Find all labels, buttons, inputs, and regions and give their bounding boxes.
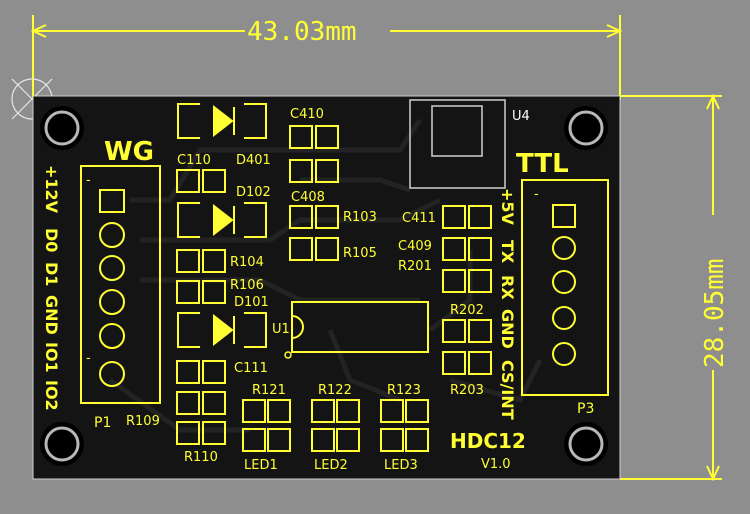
ttl-pin-labels: +5V TX RX GND CS/INT [498,188,517,420]
passive-pad-group-left [176,169,226,445]
diode-d101 [177,312,267,348]
c408-label: C408 [291,190,325,205]
u4-pad [431,105,483,157]
r122-label: R122 [318,383,352,398]
ttl-header-outline [521,179,609,396]
c411-label: C411 [402,211,436,226]
u4-label: U4 [512,109,530,124]
u1-label: U1 [272,322,290,337]
wg-pin-label: D1 [42,262,61,286]
mounting-hole-tl [40,106,84,150]
r106-label: R106 [230,278,264,293]
diode-d401 [177,103,267,139]
c110-label: C110 [177,153,211,168]
r103-label: R103 [343,210,377,225]
d102-label: D102 [236,185,271,200]
p1-label: P1 [94,415,111,431]
wg-pin-labels: +12V D0 D1 GND IO1 IO2 [42,165,61,411]
wg-pin-label: +12V [42,165,61,214]
r104-label: R104 [230,255,264,270]
mounting-hole-br [564,422,608,466]
c111-label: C111 [234,361,268,376]
ttl-pin-label: TX [498,240,517,264]
ttl-pin-label: +5V [498,188,517,226]
p3-label: P3 [577,401,594,417]
d401-label: D401 [236,153,271,168]
board-name: HDC12 [450,429,526,453]
height-dimension [620,93,722,482]
passive-pad-group-center [289,125,339,261]
u4-package [409,99,506,189]
d101-label: D101 [234,295,269,310]
diode-d102 [177,202,267,238]
r123-label: R123 [387,383,421,398]
width-dimension-label: 43.03mm [247,17,357,47]
ttl-header-pads [552,204,576,366]
r105-label: R105 [343,246,377,261]
ttl-pin-label: RX [498,275,517,300]
r110-label: R110 [184,450,218,465]
ttl-header-title: TTL [516,149,569,179]
mounting-hole-tr [564,106,608,150]
mounting-hole-bl [40,422,84,466]
led1-label: LED1 [244,458,278,473]
r203-label: R203 [450,383,484,398]
led3-label: LED3 [384,458,418,473]
passive-pad-group-right [442,205,492,375]
wg-header-title: WG [104,137,154,167]
wg-pin-label: GND [42,295,61,335]
r109-label: R109 [126,414,160,429]
wg-pin-label: IO1 [42,342,61,373]
height-dimension-label: 28.05mm [700,258,730,368]
u1-chip [284,301,429,359]
wg-pin-mark-bottom: - [86,351,91,366]
ttl-pin-label: GND [498,309,517,349]
wg-header-outline [80,165,161,404]
width-dimension [30,15,623,100]
wg-header-pads [99,189,125,387]
r121-label: R121 [252,383,286,398]
wg-pin-mark-top: - [86,173,91,188]
wg-pin-label: IO2 [42,380,61,411]
r201-label: R201 [398,259,432,274]
r202-label: R202 [450,303,484,318]
led2-label: LED2 [314,458,348,473]
led-resistor-pads [242,399,429,452]
ttl-pin-label: CS/INT [498,360,517,420]
c410-label: C410 [290,107,324,122]
board-version: V1.0 [481,457,511,472]
wg-pin-label: D0 [42,228,61,252]
ttl-pin-mark: - [534,187,539,202]
c409-label: C409 [398,239,432,254]
